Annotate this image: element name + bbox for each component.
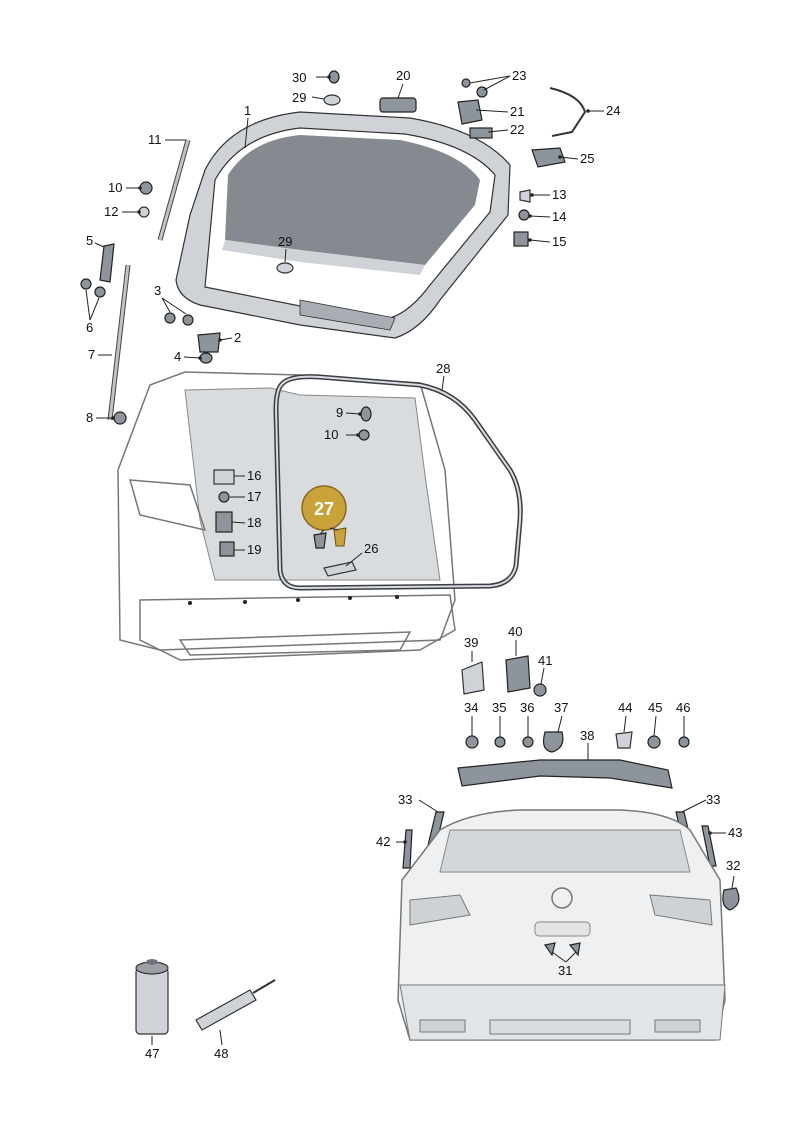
callout-4: 4 — [174, 349, 181, 364]
callout-35: 35 — [492, 700, 506, 715]
vehicle-rear-body — [117, 371, 456, 661]
callout-45: 45 — [648, 700, 662, 715]
callout-26: 26 — [364, 541, 378, 556]
callout-28: 28 — [436, 361, 450, 376]
callout-9: 9 — [336, 405, 343, 420]
highlight-badge-27[interactable]: 27 — [301, 485, 347, 531]
adhesive-tube — [195, 979, 276, 1031]
callout-15: 15 — [552, 234, 566, 249]
callout-39: 39 — [464, 635, 478, 650]
callout-44: 44 — [618, 700, 632, 715]
callout-11: 11 — [148, 132, 162, 147]
callout-29-top: 29 — [292, 90, 306, 105]
tailgate-panel — [175, 111, 511, 339]
callout-33-left: 33 — [398, 792, 412, 807]
callout-19: 19 — [247, 542, 261, 557]
callout-30: 30 — [292, 70, 306, 85]
leader-lines — [85, 75, 735, 1046]
callout-2: 2 — [234, 330, 241, 345]
callout-36: 36 — [520, 700, 534, 715]
callout-18: 18 — [247, 515, 261, 530]
callout-12: 12 — [104, 204, 118, 219]
callout-16: 16 — [247, 468, 261, 483]
callout-32: 32 — [726, 858, 740, 873]
callout-37: 37 — [554, 700, 568, 715]
sealant-cartridge — [135, 959, 169, 1035]
gas-strut-lower — [107, 264, 131, 421]
callout-38: 38 — [580, 728, 594, 743]
callout-3: 3 — [154, 283, 161, 298]
callout-41: 41 — [538, 653, 552, 668]
callout-40: 40 — [508, 624, 522, 639]
callout-8: 8 — [86, 410, 93, 425]
callout-27: 27 — [314, 499, 334, 519]
small-parts — [80, 70, 740, 911]
callout-10-mid: 10 — [324, 427, 338, 442]
callout-14: 14 — [552, 209, 566, 224]
leader-dots — [111, 75, 712, 844]
callout-5: 5 — [86, 233, 93, 248]
callout-13: 13 — [552, 187, 566, 202]
callout-25: 25 — [580, 151, 594, 166]
callout-34: 34 — [464, 700, 478, 715]
callout-24: 24 — [606, 103, 620, 118]
callout-43: 43 — [728, 825, 742, 840]
callout-labels: 30 29 20 1 23 21 22 24 25 11 10 12 13 14… — [86, 68, 742, 1061]
callout-31: 31 — [558, 963, 572, 978]
callout-47: 47 — [145, 1046, 159, 1061]
callout-7: 7 — [88, 347, 95, 362]
callout-1: 1 — [244, 103, 251, 118]
callout-48: 48 — [214, 1046, 228, 1061]
callout-22: 22 — [510, 122, 524, 137]
callout-6: 6 — [86, 320, 93, 335]
callout-21: 21 — [510, 104, 524, 119]
callout-23: 23 — [512, 68, 526, 83]
callout-33-right: 33 — [706, 792, 720, 807]
callout-46: 46 — [676, 700, 690, 715]
callout-20: 20 — [396, 68, 410, 83]
door-seal-gasket — [273, 374, 523, 591]
vehicle-rear-view — [397, 809, 726, 1041]
callout-42: 42 — [376, 834, 390, 849]
callout-10-top: 10 — [108, 180, 122, 195]
callout-29-mid: 29 — [278, 234, 292, 249]
callout-17: 17 — [247, 489, 261, 504]
gas-strut-upper — [157, 139, 191, 241]
